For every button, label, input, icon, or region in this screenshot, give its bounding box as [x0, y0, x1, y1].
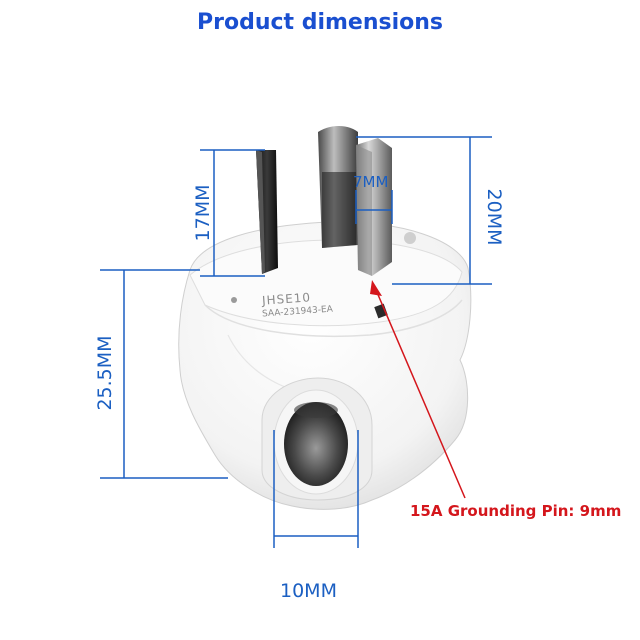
neutral-pin — [318, 126, 358, 248]
live-pin — [256, 150, 278, 274]
top-dot — [404, 232, 416, 244]
body-height-label: 25.5MM — [94, 335, 116, 411]
page-title: Product dimensions — [196, 10, 444, 35]
dimension-lines — [100, 136, 492, 548]
cable-entry-width-label: 10MM — [280, 580, 337, 602]
ground-pin-width-label: 7MM — [353, 173, 389, 191]
grounding-pin-pointer — [370, 280, 466, 499]
plug-body — [178, 221, 472, 510]
earth-symbol-icon — [231, 297, 237, 303]
grounding-pin-annotation: 15A Grounding Pin: 9mm — [410, 502, 622, 520]
earth-pin — [356, 138, 392, 276]
pin-length-label: 17MM — [192, 184, 214, 242]
ground-pin-length-label: 20MM — [483, 188, 505, 246]
